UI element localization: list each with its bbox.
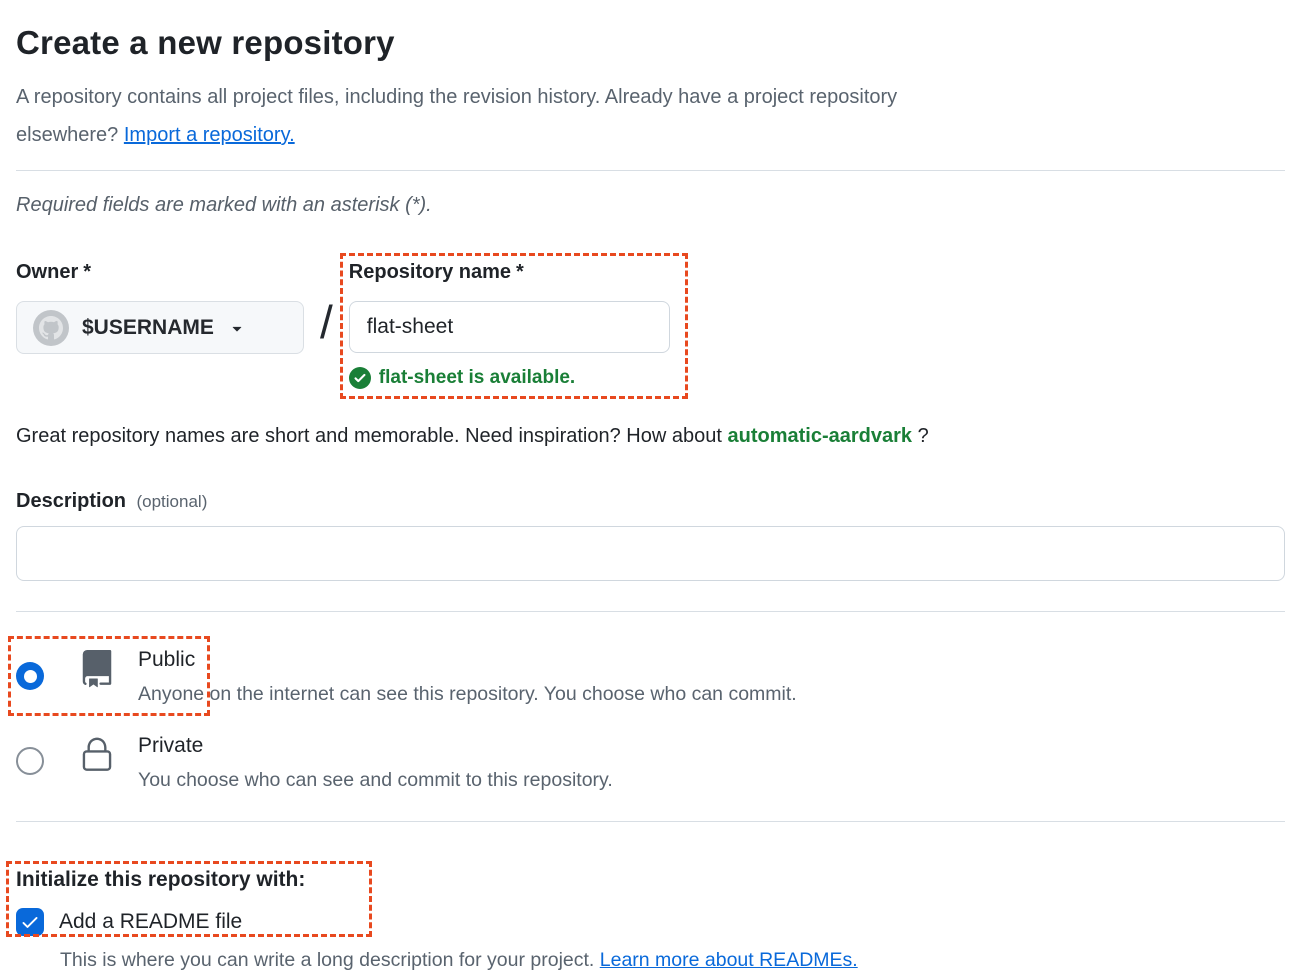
required-fields-note: Required fields are marked with an aster…	[16, 194, 432, 216]
availability-text: flat-sheet is available.	[378, 367, 576, 388]
intro-text-line2: elsewhere?	[16, 124, 119, 146]
private-option-text: Private You choose who can see and commi…	[138, 730, 613, 793]
learn-more-readmes-link[interactable]: Learn more about READMEs.	[599, 949, 858, 971]
divider-visibility-bottom	[16, 821, 1285, 822]
description-label: Description	[16, 490, 127, 512]
readme-checkbox[interactable]	[16, 908, 44, 936]
owner-required-asterisk: *	[83, 261, 92, 283]
public-label[interactable]: Public	[138, 648, 196, 671]
checkmark-icon	[22, 917, 38, 928]
intro-paragraph: A repository contains all project files,…	[16, 78, 1285, 154]
public-radio[interactable]	[16, 662, 44, 690]
repo-name-required-asterisk: *	[516, 261, 524, 283]
readme-hint: This is where you can write a long descr…	[60, 949, 858, 971]
page-title: Create a new repository	[16, 24, 395, 61]
owner-field: Owner* $USERNAME	[16, 260, 304, 354]
private-radio[interactable]	[16, 747, 44, 775]
repo-name-field: Repository name* flat-sheet is available…	[339, 253, 688, 399]
private-description: You choose who can see and commit to thi…	[138, 769, 613, 791]
divider-visibility-top	[16, 611, 1285, 612]
suggested-name-link[interactable]: automatic-aardvark	[727, 425, 913, 447]
private-label[interactable]: Private	[138, 734, 204, 757]
owner-avatar	[33, 309, 69, 346]
import-repository-link[interactable]: Import a repository.	[123, 124, 295, 146]
name-suggestion-line: Great repository names are short and mem…	[16, 425, 929, 447]
repo-name-label: Repository name*	[348, 261, 524, 283]
visibility-option-public: Public Anyone on the internet can see th…	[8, 636, 1285, 716]
owner-repo-separator: /	[320, 296, 333, 348]
visibility-option-private: Private You choose who can see and commi…	[16, 730, 1285, 793]
chevron-down-icon	[228, 319, 246, 337]
public-description: Anyone on the internet can see this repo…	[138, 683, 797, 705]
public-option-text: Public Anyone on the internet can see th…	[138, 644, 797, 707]
initialize-heading: Initialize this repository with:	[16, 868, 306, 891]
description-label-row: Description (optional)	[16, 489, 1285, 515]
intro-text-line1: A repository contains all project files,…	[16, 86, 898, 108]
owner-label: Owner*	[16, 261, 92, 283]
description-optional-hint: (optional)	[136, 492, 208, 511]
owner-selected-value: $USERNAME	[82, 315, 214, 339]
lock-icon	[78, 735, 116, 775]
availability-message: flat-sheet is available.	[348, 366, 670, 390]
readme-checkbox-label[interactable]: Add a README file	[59, 910, 243, 933]
repo-name-input[interactable]	[348, 301, 670, 353]
owner-repo-row: Owner* $USERNAME / Reposit	[16, 253, 1285, 399]
description-input[interactable]	[16, 526, 1285, 581]
suggestion-suffix: ?	[917, 425, 929, 447]
divider-top	[16, 170, 1285, 171]
readme-checkbox-row: Add a README file	[16, 908, 1285, 936]
owner-dropdown-button[interactable]: $USERNAME	[16, 301, 304, 354]
check-circle-icon	[348, 367, 371, 389]
repo-book-icon	[78, 649, 116, 689]
initialize-section: Initialize this repository with: Add a R…	[6, 861, 1285, 972]
